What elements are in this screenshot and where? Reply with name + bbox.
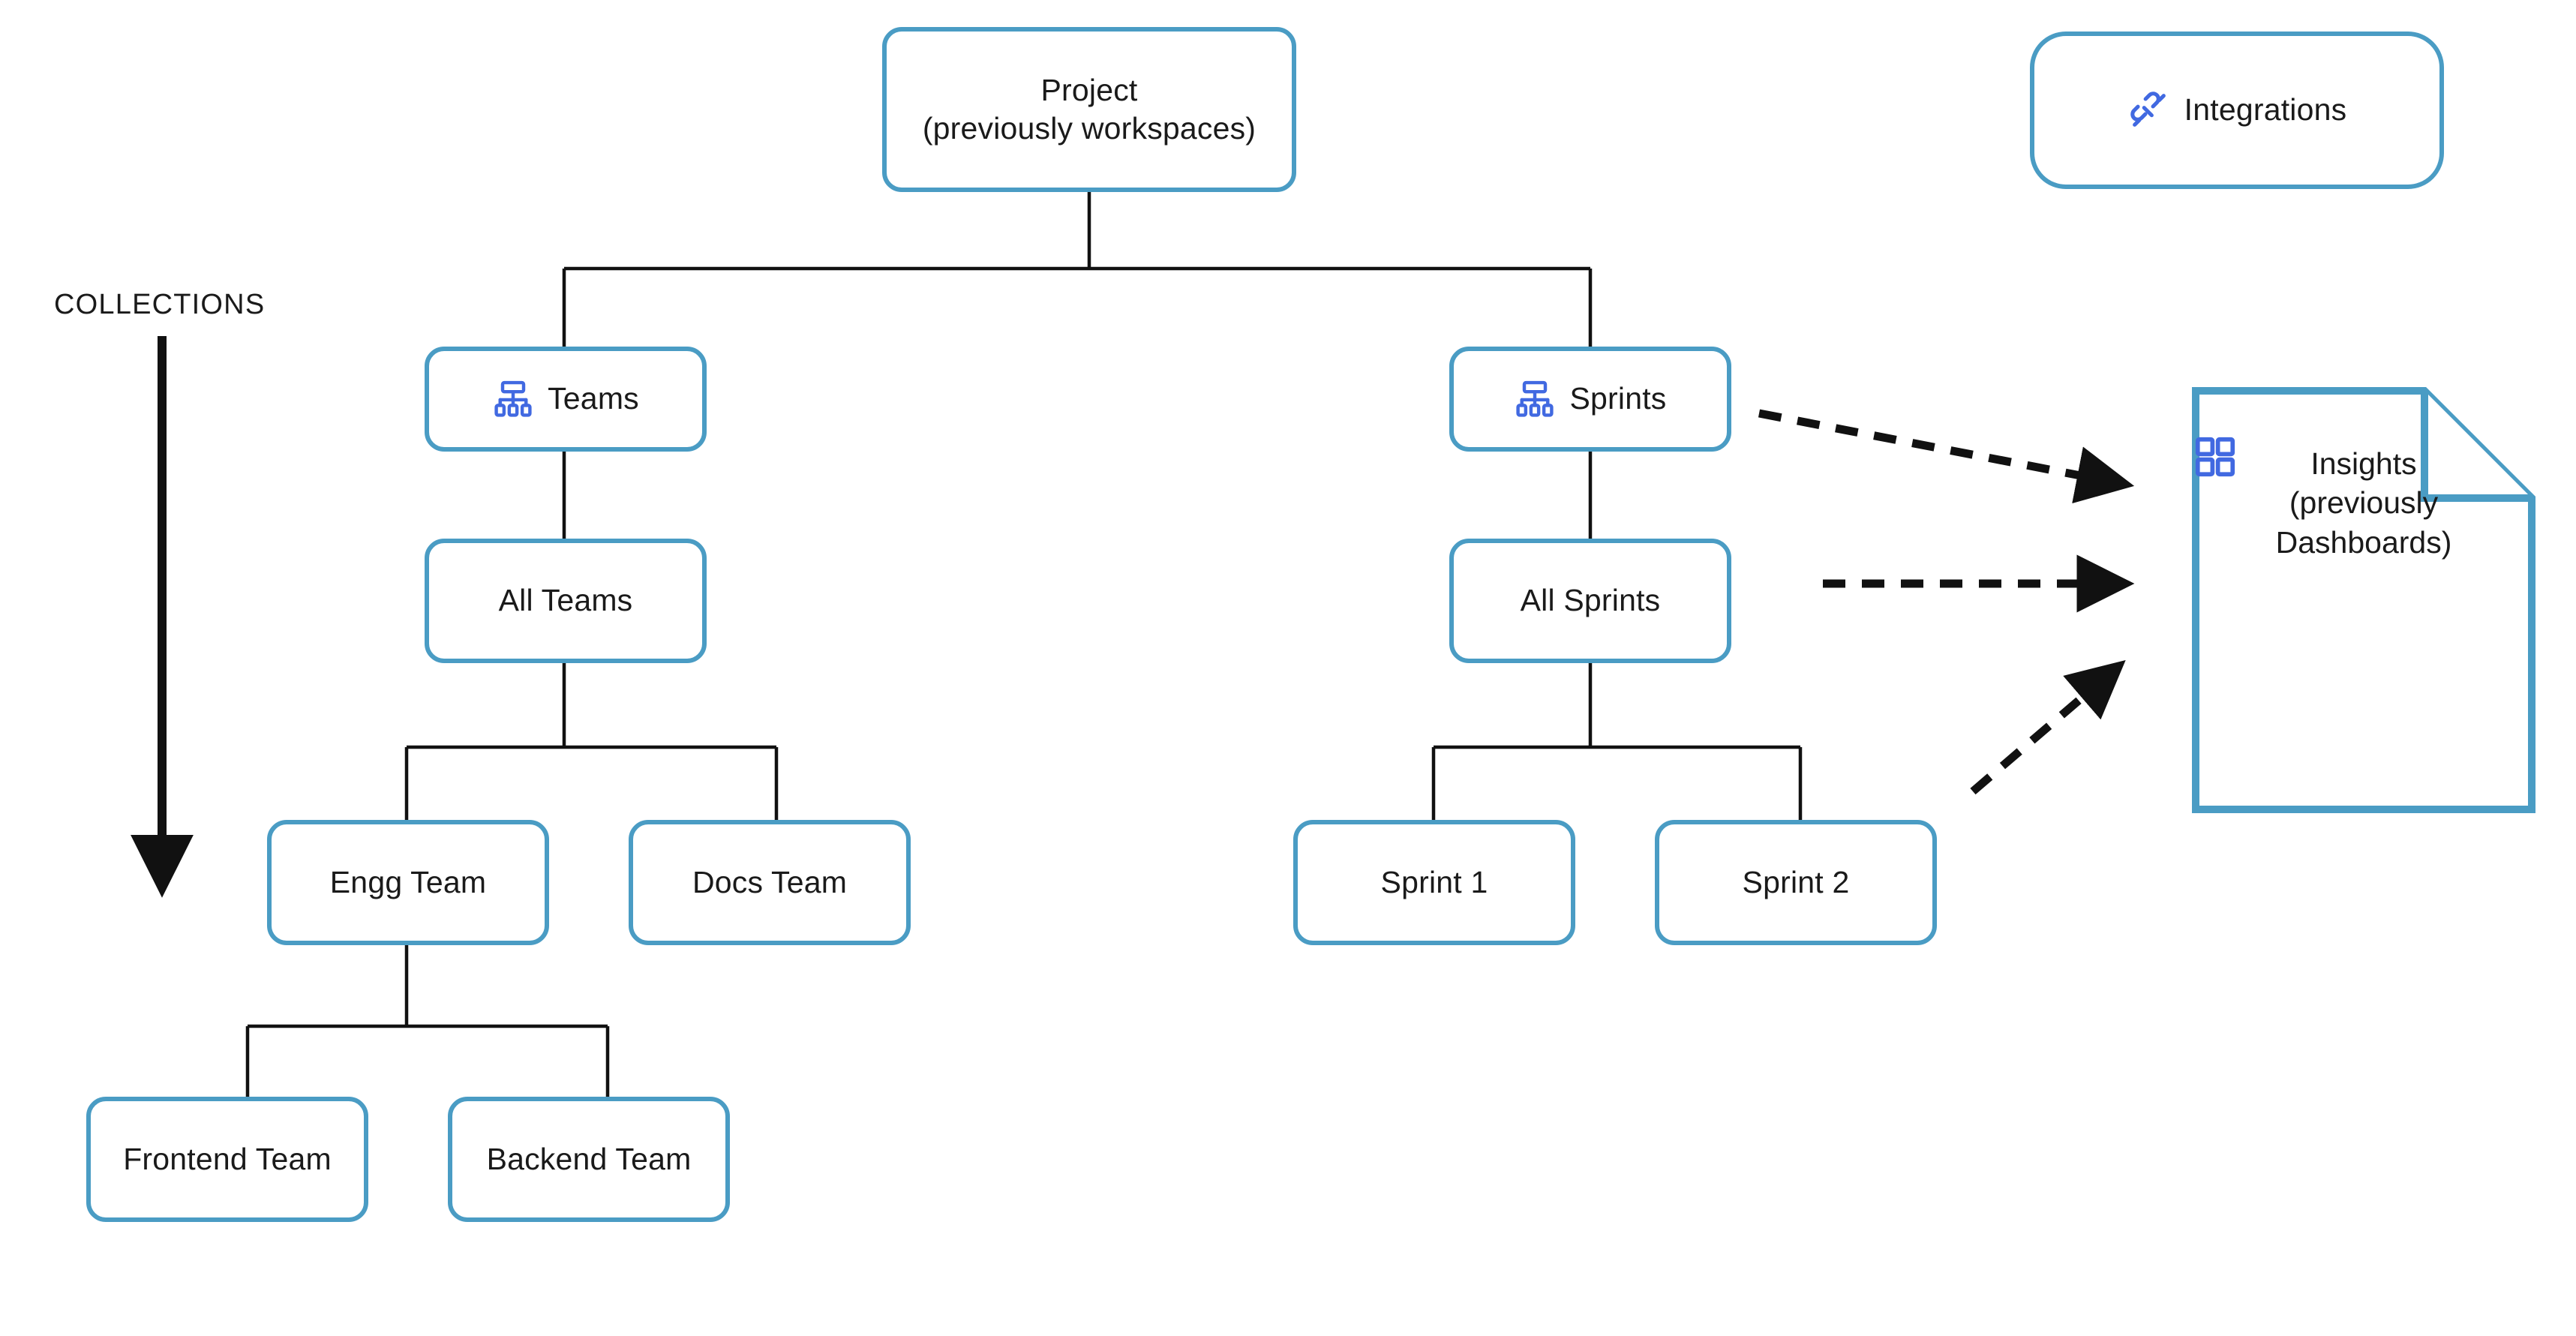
node-teams-label: Teams — [548, 381, 639, 416]
node-sprint-1-label: Sprint 1 — [1380, 864, 1488, 899]
node-teams[interactable]: Teams — [425, 347, 707, 452]
collections-label: COLLECTIONS — [54, 289, 266, 320]
edge-dashed-to-insights — [1758, 409, 2135, 795]
edge-engg-children — [245, 945, 610, 1097]
edge-allteams-children — [404, 663, 779, 820]
node-sprint-1[interactable]: Sprint 1 — [1293, 820, 1575, 945]
node-sprint-2-label: Sprint 2 — [1742, 864, 1850, 899]
node-frontend-team[interactable]: Frontend Team — [86, 1097, 368, 1222]
edge-allsprints-children — [1431, 663, 1803, 820]
sitemap-icon — [1514, 378, 1556, 420]
node-insights-label: Insights (previously Dashboards) — [2275, 446, 2452, 560]
node-backend-team[interactable]: Backend Team — [448, 1097, 730, 1222]
node-integrations-label: Integrations — [2184, 92, 2347, 128]
plug-connector-icon — [2127, 89, 2171, 132]
sitemap-icon — [492, 378, 534, 420]
node-backend-team-label: Backend Team — [486, 1141, 692, 1176]
node-docs-team-label: Docs Team — [692, 864, 848, 899]
node-integrations[interactable]: Integrations — [2030, 32, 2444, 189]
node-all-teams[interactable]: All Teams — [425, 539, 707, 663]
node-project[interactable]: Project (previously workspaces) — [882, 27, 1296, 192]
node-engg-team[interactable]: Engg Team — [267, 820, 549, 945]
node-insights[interactable]: Insights (previously Dashboards) — [2192, 387, 2535, 813]
node-frontend-team-label: Frontend Team — [123, 1141, 332, 1176]
node-all-sprints[interactable]: All Sprints — [1449, 539, 1731, 663]
node-all-teams-label: All Teams — [498, 583, 633, 618]
node-sprints[interactable]: Sprints — [1449, 347, 1731, 452]
node-docs-team[interactable]: Docs Team — [629, 820, 911, 945]
node-all-sprints-label: All Sprints — [1520, 583, 1661, 618]
node-sprints-label: Sprints — [1569, 381, 1667, 416]
document-shape — [2192, 387, 2535, 813]
node-engg-team-label: Engg Team — [329, 864, 487, 899]
node-project-label: Project (previously workspaces) — [922, 72, 1256, 146]
node-sprint-2[interactable]: Sprint 2 — [1655, 820, 1937, 945]
edge-project-children — [562, 191, 1593, 347]
